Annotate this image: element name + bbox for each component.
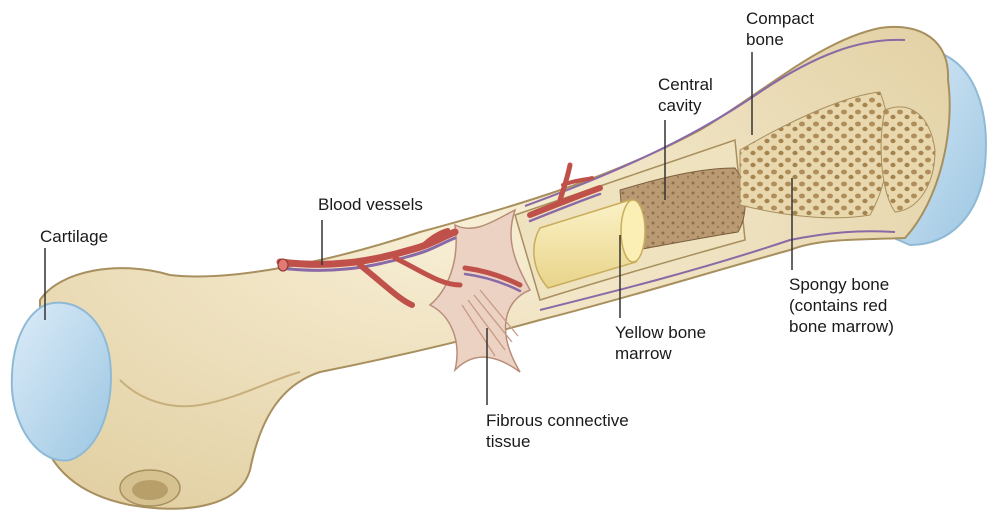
label-cartilage: Cartilage — [40, 226, 108, 247]
label-central-cavity: Central cavity — [658, 74, 713, 116]
label-compact-bone: Compact bone — [746, 8, 814, 50]
label-yellow-bone-marrow: Yellow bone marrow — [615, 322, 706, 364]
label-spongy-bone: Spongy bone (contains red bone marrow) — [789, 274, 894, 337]
proximal-cartilage — [12, 303, 111, 461]
label-fibrous-tissue: Fibrous connective tissue — [486, 410, 629, 452]
yellow-marrow-end — [621, 200, 645, 262]
bone-fossa-inner — [132, 480, 168, 500]
label-blood-vessels: Blood vessels — [318, 194, 423, 215]
